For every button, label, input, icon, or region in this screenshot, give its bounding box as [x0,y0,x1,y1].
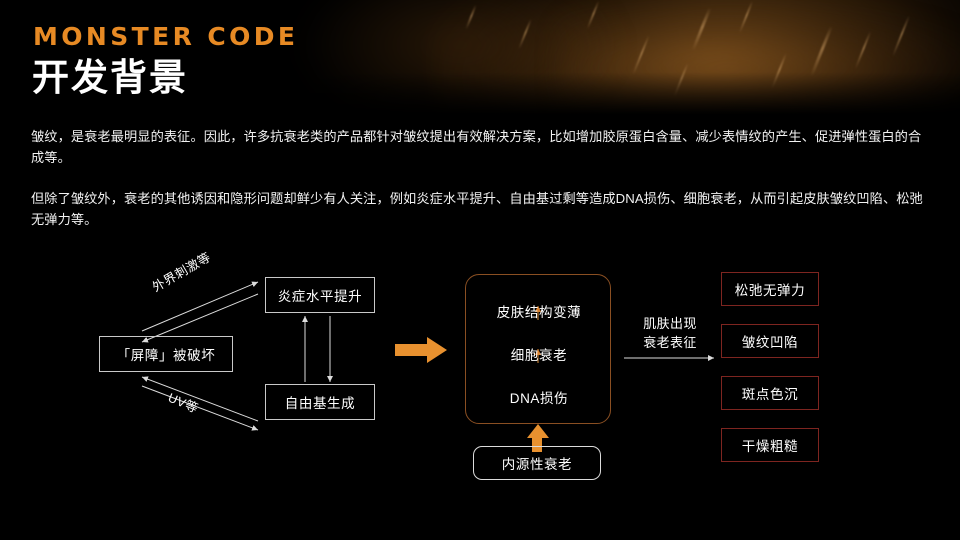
edge-label-line-2: 衰老表征 [643,335,697,350]
node-group-skin-aging: 皮肤结构变薄 细胞衰老 DNA损伤 [465,274,611,424]
header-glow-secondary [560,8,960,118]
center-label-cell-senescence: 细胞衰老 [510,348,568,363]
edge-barrier-to-radical [141,385,259,431]
edge-label-skin-aging-signs: 肌肤出现 衰老表征 [624,314,716,352]
page-title: 开发背景 [32,57,188,98]
light-streak [586,0,600,30]
light-streak [738,0,754,34]
light-streak [518,18,532,50]
result-label: 皱纹凹陷 [741,335,799,350]
light-streak [854,31,872,69]
edge-inflammation-to-barrier [141,293,259,343]
node-inflammation-rise: 炎症水平提升 [265,277,375,313]
edge-label-line-1: 肌肤出现 [643,316,697,331]
result-label: 干燥粗糙 [741,439,799,454]
body-paragraph-1: 皱纹，是衰老最明显的表征。因此，许多抗衰老类的产品都针对皱纹提出有效解决方案，比… [31,129,922,165]
edge-radical-to-barrier [141,376,259,422]
center-label-dna-damage: DNA损伤 [509,391,569,406]
result-label: 斑点色沉 [741,387,799,402]
light-streak [465,4,477,30]
node-label: 「屏障」被破坏 [116,348,216,363]
brand-logo-text: MONSTER CODE [33,22,299,51]
node-endogenous-aging: 内源性衰老 [473,446,601,480]
header-glow-tertiary [300,0,620,118]
result-box-4: 干燥粗糙 [721,428,819,462]
light-streak [770,53,788,89]
node-label: 炎症水平提升 [277,289,363,304]
node-free-radical-generation: 自由基生成 [265,384,375,420]
light-streak [632,35,650,75]
result-box-2: 皱纹凹陷 [721,324,819,358]
diagram-connectors [141,281,714,452]
result-box-3: 斑点色沉 [721,376,819,410]
edge-barrier-to-inflammation [141,281,259,332]
header-glow-primary [420,0,960,118]
light-streak [673,62,689,98]
aging-mechanism-diagram: 「屏障」被破坏 炎症水平提升 自由基生成 外界刺激等 UV等 皮肤结构变薄 细胞… [0,250,960,508]
node-label: 内源性衰老 [501,457,573,472]
node-barrier-damaged: 「屏障」被破坏 [99,336,233,372]
light-streak [891,15,911,57]
body-paragraph-2: 但除了皱纹外，衰老的其他诱因和隐形问题却鲜少有人关注，例如炎症水平提升、自由基过… [31,191,923,227]
transition-arrow-icon [395,337,447,363]
result-label: 松弛无弹力 [734,283,806,298]
node-label: 自由基生成 [284,396,356,411]
center-label-skin-thinning: 皮肤结构变薄 [496,305,582,320]
light-streak [691,7,712,51]
edge-endogenous-to-center [527,424,549,452]
result-box-1: 松弛无弹力 [721,272,819,306]
light-streak [809,25,833,77]
